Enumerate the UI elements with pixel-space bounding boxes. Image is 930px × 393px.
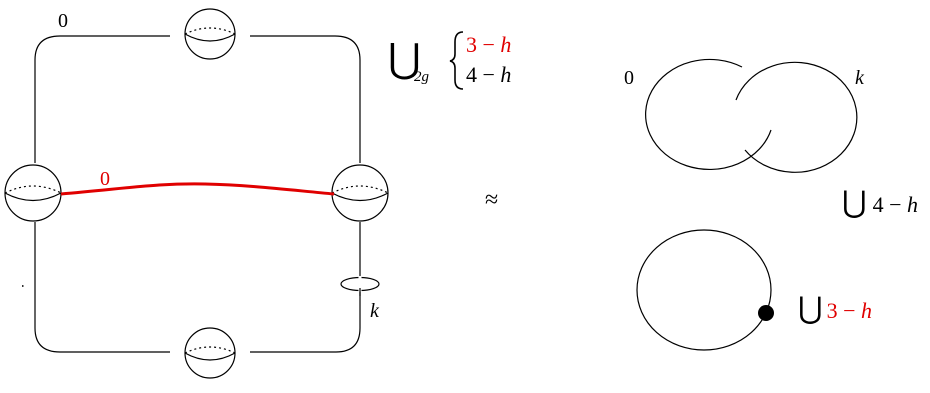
handle-ball-left: [4, 164, 62, 222]
handle-ball-right: [331, 164, 389, 222]
hopf-link: [645, 58, 858, 173]
case-row-2: 4 − h: [466, 62, 511, 87]
union-4-minus: −: [884, 192, 907, 217]
dotted-circle-dot: [758, 305, 774, 321]
union-3-minus: −: [838, 298, 861, 323]
stray-dot: [22, 285, 24, 287]
handle-ball-top: [184, 8, 236, 60]
union-4-num: 4: [873, 192, 884, 217]
union-subscript: 2g: [414, 69, 430, 85]
union-4-var: h: [907, 192, 918, 217]
union-4-symbol: ⋃: [842, 186, 867, 219]
case-2-minus: −: [477, 62, 500, 87]
cases-brace: [449, 31, 464, 90]
big-union-symbol: ⋃: [388, 36, 421, 81]
hopf-right-component: [735, 61, 858, 173]
union-3-var: h: [861, 298, 872, 323]
case-1-num: 3: [466, 32, 477, 57]
case-2-var: h: [500, 62, 511, 87]
handle-ball-bottom: [184, 327, 236, 379]
hopf-left-component: [645, 58, 772, 170]
top-framing-label: 0: [58, 10, 68, 32]
union-3-num: 3: [827, 298, 838, 323]
red-arc-framing-label: 0: [100, 168, 110, 190]
equivalence-symbol: ≈: [485, 187, 498, 213]
case-row-1: 3 − h: [466, 32, 511, 57]
case-2-num: 4: [466, 62, 477, 87]
red-attaching-arc: [60, 182, 335, 196]
meridian-label: k: [370, 300, 380, 322]
hopf-right-framing: k: [855, 67, 865, 89]
case-1-var: h: [500, 32, 511, 57]
hopf-left-framing: 0: [624, 67, 634, 89]
union-3-h: ⋃3 − h: [798, 292, 872, 325]
dotted-circle: [636, 229, 772, 351]
case-1-minus: −: [477, 32, 500, 57]
union-4-h: ⋃4 − h: [842, 186, 918, 219]
union-3-symbol: ⋃: [798, 292, 823, 325]
left-frame: [34, 35, 380, 353]
